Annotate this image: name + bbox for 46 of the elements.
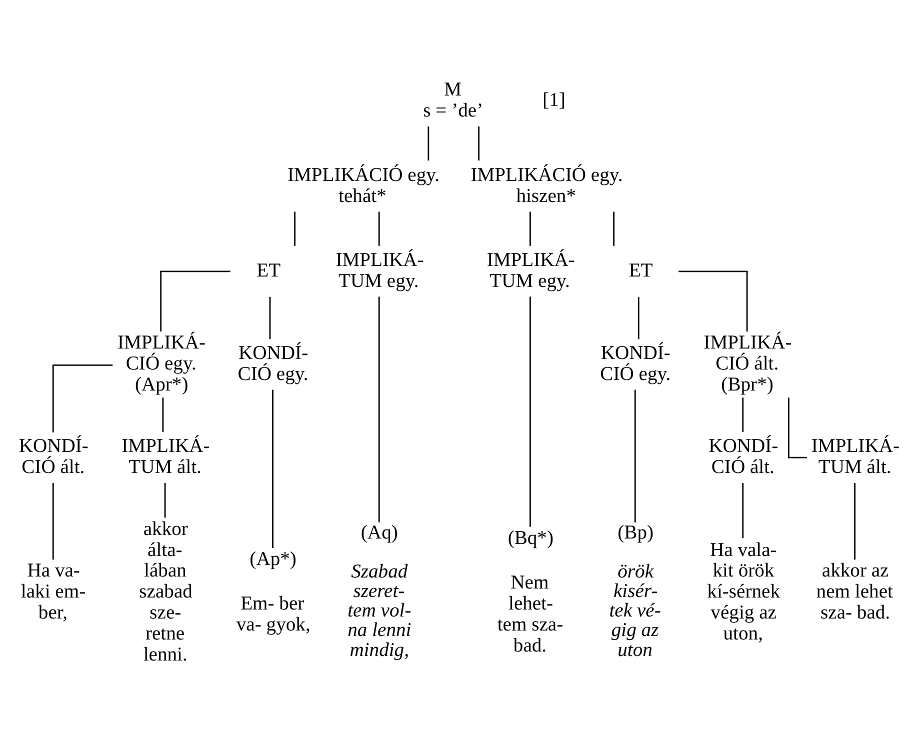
connector	[634, 389, 636, 522]
node-text: M s = ’de’	[422, 78, 483, 121]
connector	[529, 211, 530, 246]
node-text: (Bp) örök kisér- tek vé- gig az uton	[608, 522, 660, 660]
connector	[787, 397, 807, 458]
node-text: IMPLIKÁ- TUM egy.	[486, 250, 574, 292]
connector	[294, 211, 295, 246]
node-text: akkor az nem lehet sza- bad.	[816, 560, 892, 624]
connector	[427, 126, 429, 160]
node-text: Ha vala- kit örök kí-sérnek végig az uton,	[706, 539, 780, 644]
node-text: IMPLIKÁ- TUM egy.	[335, 250, 424, 292]
node-text: KONDÍ- CIÓ ált.	[708, 436, 778, 478]
node-text: IMPLIKÁ- TUM ált.	[121, 436, 210, 478]
node-text: Ha va- laki em- ber,	[20, 560, 86, 624]
connector	[742, 397, 744, 432]
connector	[378, 296, 380, 522]
connector	[268, 296, 270, 339]
node-text: (Bq*) Nem lehet- tem sza- bad.	[496, 528, 563, 656]
connector	[160, 270, 230, 331]
node-text: ET	[628, 260, 652, 282]
node-text: (Ap*) Em- ber va- gyok,	[236, 548, 310, 635]
connector	[678, 270, 748, 331]
node-text: IMPLIKÁ- TUM ált.	[810, 436, 900, 478]
connector	[478, 126, 479, 160]
node-text: KONDÍ- CIÓ ált.	[18, 436, 88, 478]
node-text: ET	[256, 260, 280, 282]
label: [1]	[542, 89, 565, 110]
connector	[529, 296, 530, 526]
node-text: IMPLIKÁ- CIÓ ált. (Bpr*)	[703, 332, 792, 396]
connector	[637, 296, 639, 339]
node-text: KONDÍ- CIÓ egy.	[600, 342, 670, 385]
node-text: akkor álta- lában szabad sze- retne lenni.	[138, 518, 192, 666]
connector	[854, 482, 855, 560]
connector	[612, 211, 614, 246]
node-text: IMPLIKÁCIÓ egy. tehát*	[286, 164, 440, 206]
connector	[52, 482, 54, 560]
node-text: (Aq) Szabad szeret- tem vol- na lenni mindig,	[347, 522, 411, 660]
connector	[272, 389, 273, 548]
connector	[742, 482, 744, 538]
connector	[52, 364, 112, 432]
node-text: KONDÍ- CIÓ egy.	[237, 342, 308, 385]
connector	[162, 397, 164, 432]
node-text: IMPLIKÁCIÓ egy. hiszen*	[470, 164, 622, 206]
connector	[164, 482, 166, 518]
connector	[378, 211, 380, 246]
node-text: IMPLIKÁ- CIÓ egy. (Apr*)	[116, 332, 206, 396]
